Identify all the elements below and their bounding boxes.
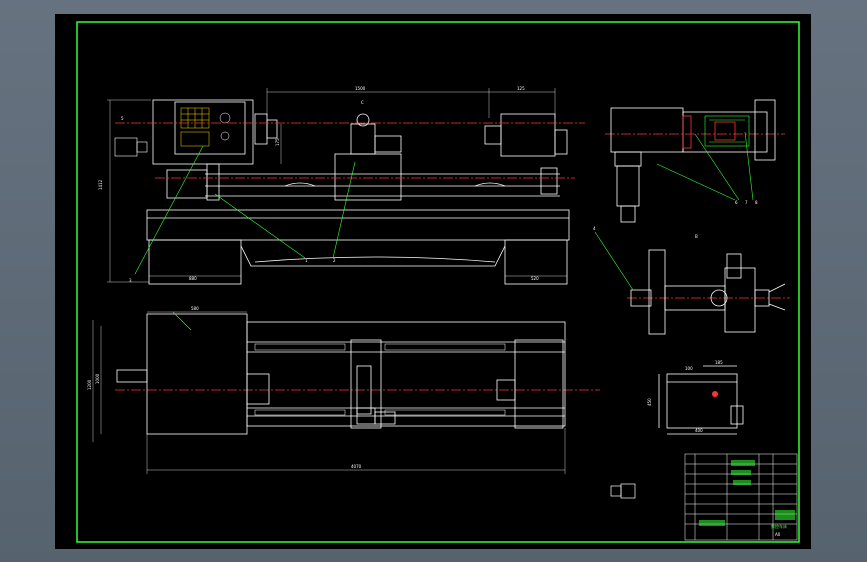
dim-plan-height: 1200: [87, 379, 92, 390]
dim-left-height: 1412: [98, 179, 103, 190]
title-block-fills: [699, 460, 795, 526]
balloon-7: 7: [745, 200, 748, 205]
leader-lines: [134, 131, 754, 331]
front-dimensions: [107, 88, 567, 283]
dim-detail-top: 185: [715, 360, 723, 365]
balloon-numbers: 1 2 3 4 5 6 7 8: [121, 116, 758, 283]
plan-bed: [246, 321, 566, 427]
control-panel-keys: [180, 107, 210, 147]
plan-dimensions: [92, 311, 566, 474]
apron-box: [166, 169, 208, 199]
left-cabinet: [148, 239, 242, 285]
plan-motor: [116, 369, 148, 383]
plan-chuck: [246, 373, 270, 405]
tailstock: [500, 113, 556, 157]
front-dimension-text: 1500 125 1412 880 520 175 C: [98, 86, 539, 281]
dim-plan-height-inner: 1000: [95, 373, 100, 384]
title-drawing-no: A0: [775, 532, 781, 537]
headstock: [152, 99, 254, 165]
balloon-6: 6: [735, 200, 738, 205]
detail-label-b: B: [695, 234, 698, 239]
dim-plan-total: 4070: [351, 464, 362, 469]
plan-dimension-text: 1200 1000 4070 580: [87, 306, 362, 469]
balloon-1: 1: [305, 258, 308, 263]
dim-top-length: 1500: [355, 86, 366, 91]
plan-headstock: [146, 313, 248, 435]
detail-b-assembly: [630, 249, 786, 335]
balloon-5: 5: [121, 116, 124, 121]
detail-box-marker: [712, 391, 718, 397]
dim-bottom-left: 880: [189, 276, 197, 281]
detail-box: [658, 365, 744, 435]
detail-piston: [714, 121, 736, 141]
detail-small-part: [610, 483, 636, 499]
plan-rail-marks: [254, 343, 506, 416]
dim-detail-small: 100: [685, 366, 693, 371]
balloon-4: 4: [593, 226, 596, 231]
dim-plan-width: 580: [191, 306, 199, 311]
dim-detail-height: 450: [647, 398, 652, 406]
plan-carriage: [350, 339, 382, 429]
balloon-3: 3: [129, 278, 132, 283]
front-side-device: [114, 137, 148, 157]
dim-detail-width: 400: [695, 428, 703, 433]
dim-bottom-right: 520: [531, 276, 539, 281]
balloon-2: 2: [333, 258, 336, 263]
front-view: [146, 99, 570, 285]
drawing-canvas: 1500 125 1412 880 520 175 C: [76, 21, 800, 543]
detail-section-hatch: [704, 115, 750, 147]
drawing-sheet: 1500 125 1412 880 520 175 C: [55, 14, 811, 549]
detail-seal: [682, 115, 692, 149]
lathe-bed: [146, 209, 570, 241]
section-label-c: C: [361, 100, 364, 105]
tool-post: [350, 123, 376, 155]
balloon-8: 8: [755, 200, 758, 205]
dim-mid-small: 175: [275, 138, 280, 146]
drawing-frame: [76, 21, 800, 543]
plan-view: [116, 313, 566, 435]
title-drawing-name: 数控车床: [771, 523, 787, 529]
chuck: [254, 113, 268, 145]
right-cabinet: [504, 239, 568, 285]
plan-tailstock: [514, 339, 564, 429]
detail-box-text: 450 400 185 100: [647, 360, 723, 433]
carriage: [334, 153, 402, 201]
detail-section-top: [610, 99, 776, 223]
dim-top-right: 125: [517, 86, 525, 91]
control-panel: [174, 101, 246, 155]
